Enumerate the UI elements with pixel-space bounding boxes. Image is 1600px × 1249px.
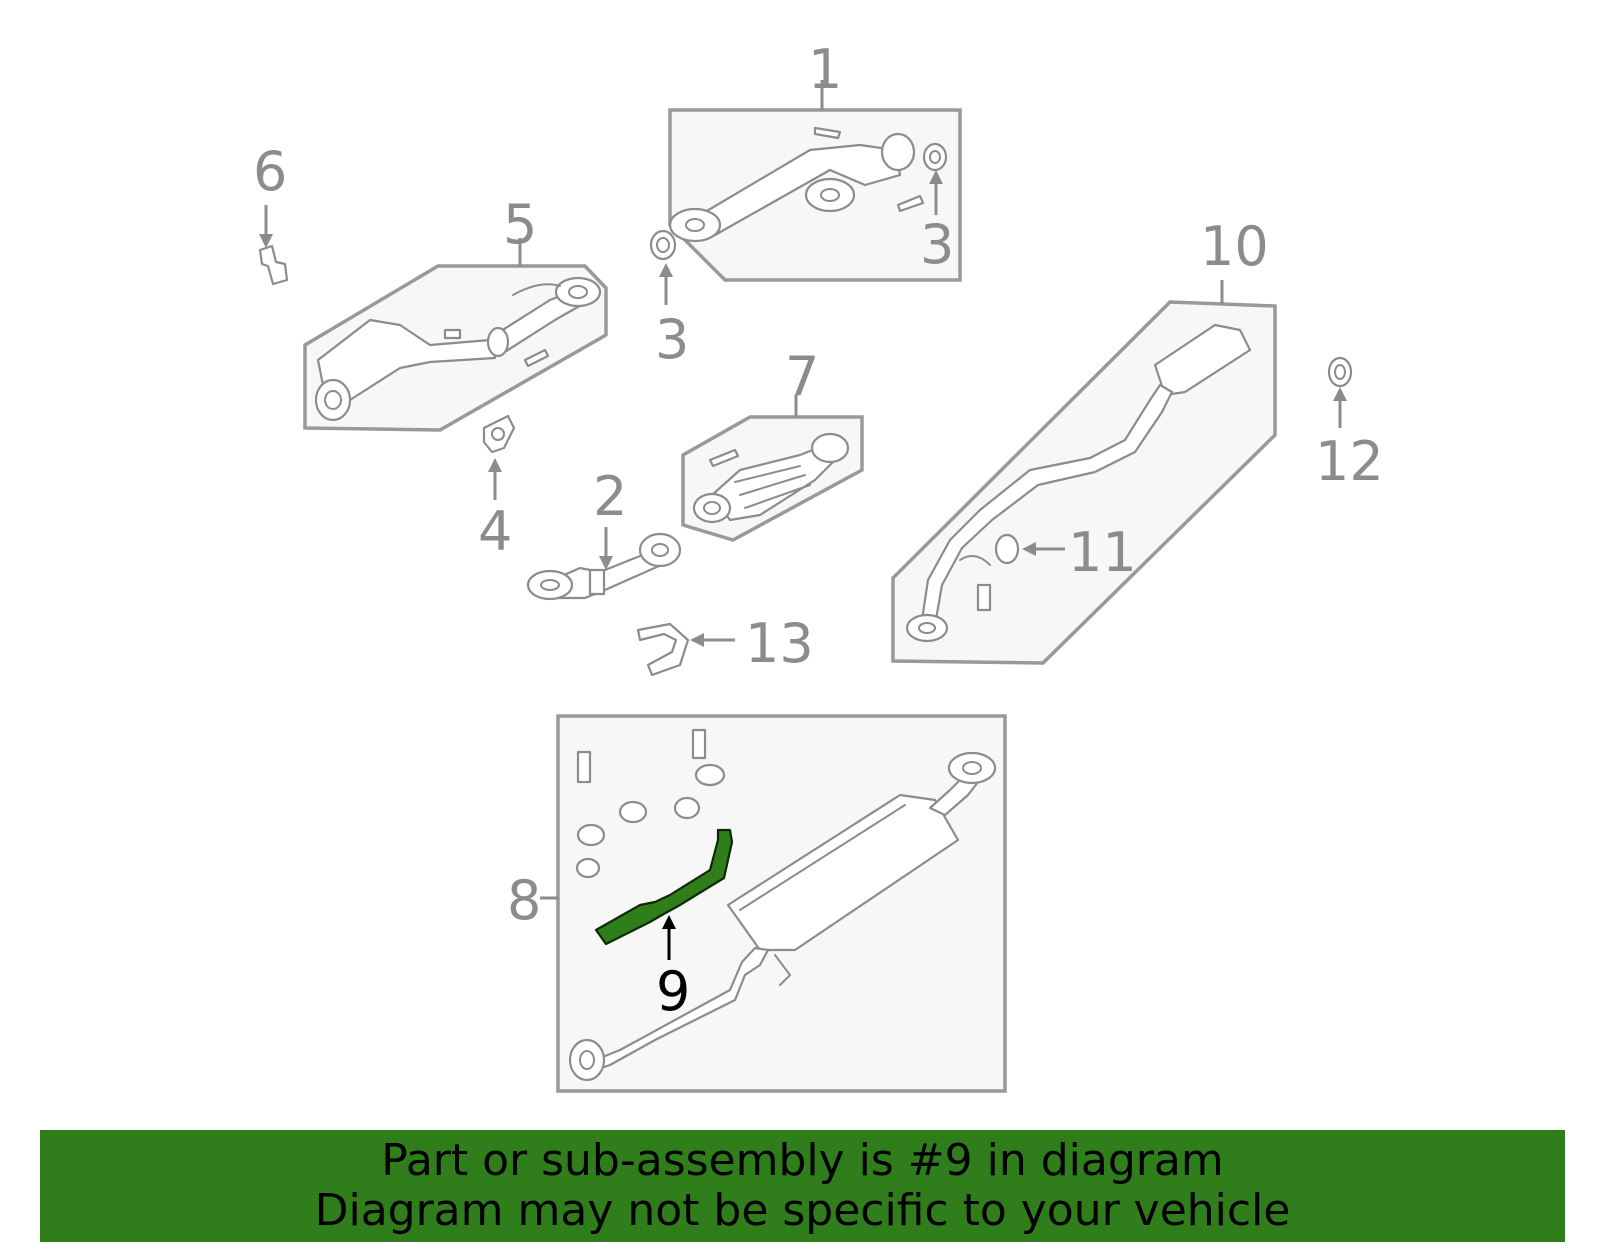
part-8-clamp-1: [694, 763, 726, 787]
part-2-flange-right: [638, 532, 682, 568]
part-1-gasket: [922, 142, 948, 172]
part-8-bolt-2: [691, 728, 707, 760]
part-1-group[interactable]: [668, 108, 962, 282]
part-6-bracket[interactable]: [258, 244, 289, 286]
callout-3-left: 3: [655, 308, 689, 371]
callout-7: 7: [785, 345, 819, 408]
callout-3-right: 3: [920, 213, 954, 276]
part-4-gasket[interactable]: [482, 414, 516, 454]
part-10-flange: [905, 613, 949, 643]
part-9-pipe-highlighted[interactable]: [594, 828, 734, 946]
part-13-bracket[interactable]: [636, 622, 690, 677]
part-10-group[interactable]: [891, 300, 1277, 665]
part-5-bolt: [523, 348, 550, 368]
callout-12: 12: [1315, 430, 1384, 493]
info-banner: Part or sub-assembly is #9 in diagram Di…: [40, 1130, 1565, 1242]
part-8-nut-2: [575, 857, 601, 879]
callout-4: 4: [478, 500, 512, 563]
part-11-grommet[interactable]: [994, 533, 1020, 565]
part-10-bolt: [976, 583, 992, 612]
part-8-group[interactable]: [556, 714, 1007, 1093]
part-8-clamp-3: [576, 823, 606, 847]
part-7-inlet-flange: [692, 492, 732, 524]
callout-5: 5: [503, 193, 537, 256]
part-2-group[interactable]: [526, 532, 682, 601]
part-7-bolt: [708, 448, 740, 468]
callout-2: 2: [593, 465, 627, 528]
callout-1: 1: [808, 38, 842, 101]
part-1-flange-left: [668, 207, 722, 243]
part-1-pipe: [698, 143, 902, 237]
callout-13: 13: [745, 612, 814, 675]
part-1-flange-mid: [804, 177, 856, 213]
part-3-gasket[interactable]: [649, 229, 677, 261]
part-2-flange-left: [526, 569, 574, 601]
callout-11: 11: [1068, 521, 1137, 584]
part-5-stud: [443, 328, 462, 340]
part-1-bolt-right: [896, 194, 925, 213]
part-8-bolt-1: [576, 750, 592, 784]
part-7-group[interactable]: [681, 415, 864, 542]
part-8-flange-top: [947, 751, 997, 785]
part-8-flange-bottom: [568, 1038, 606, 1082]
banner-line-2: Diagram may not be specific to your vehi…: [314, 1185, 1291, 1236]
banner-line-1: Part or sub-assembly is #9 in diagram: [381, 1135, 1224, 1186]
part-5-group[interactable]: [303, 264, 608, 432]
part-12-ring[interactable]: [1327, 356, 1353, 388]
part-5-flange: [554, 276, 602, 308]
part-1-bolt-top: [813, 126, 842, 140]
part-8-clamp-2: [618, 800, 648, 824]
callout-9: 9: [656, 960, 690, 1023]
part-2-joint: [588, 568, 606, 596]
callout-6: 6: [253, 140, 287, 203]
part-1-flange-right: [880, 132, 916, 172]
part-7-outlet-flange: [810, 432, 850, 464]
part-5-inlet-flange: [314, 378, 352, 422]
part-5-joint: [486, 326, 510, 358]
callout-8: 8: [507, 869, 541, 932]
callout-10: 10: [1200, 215, 1269, 278]
part-8-nut-1: [673, 796, 701, 820]
